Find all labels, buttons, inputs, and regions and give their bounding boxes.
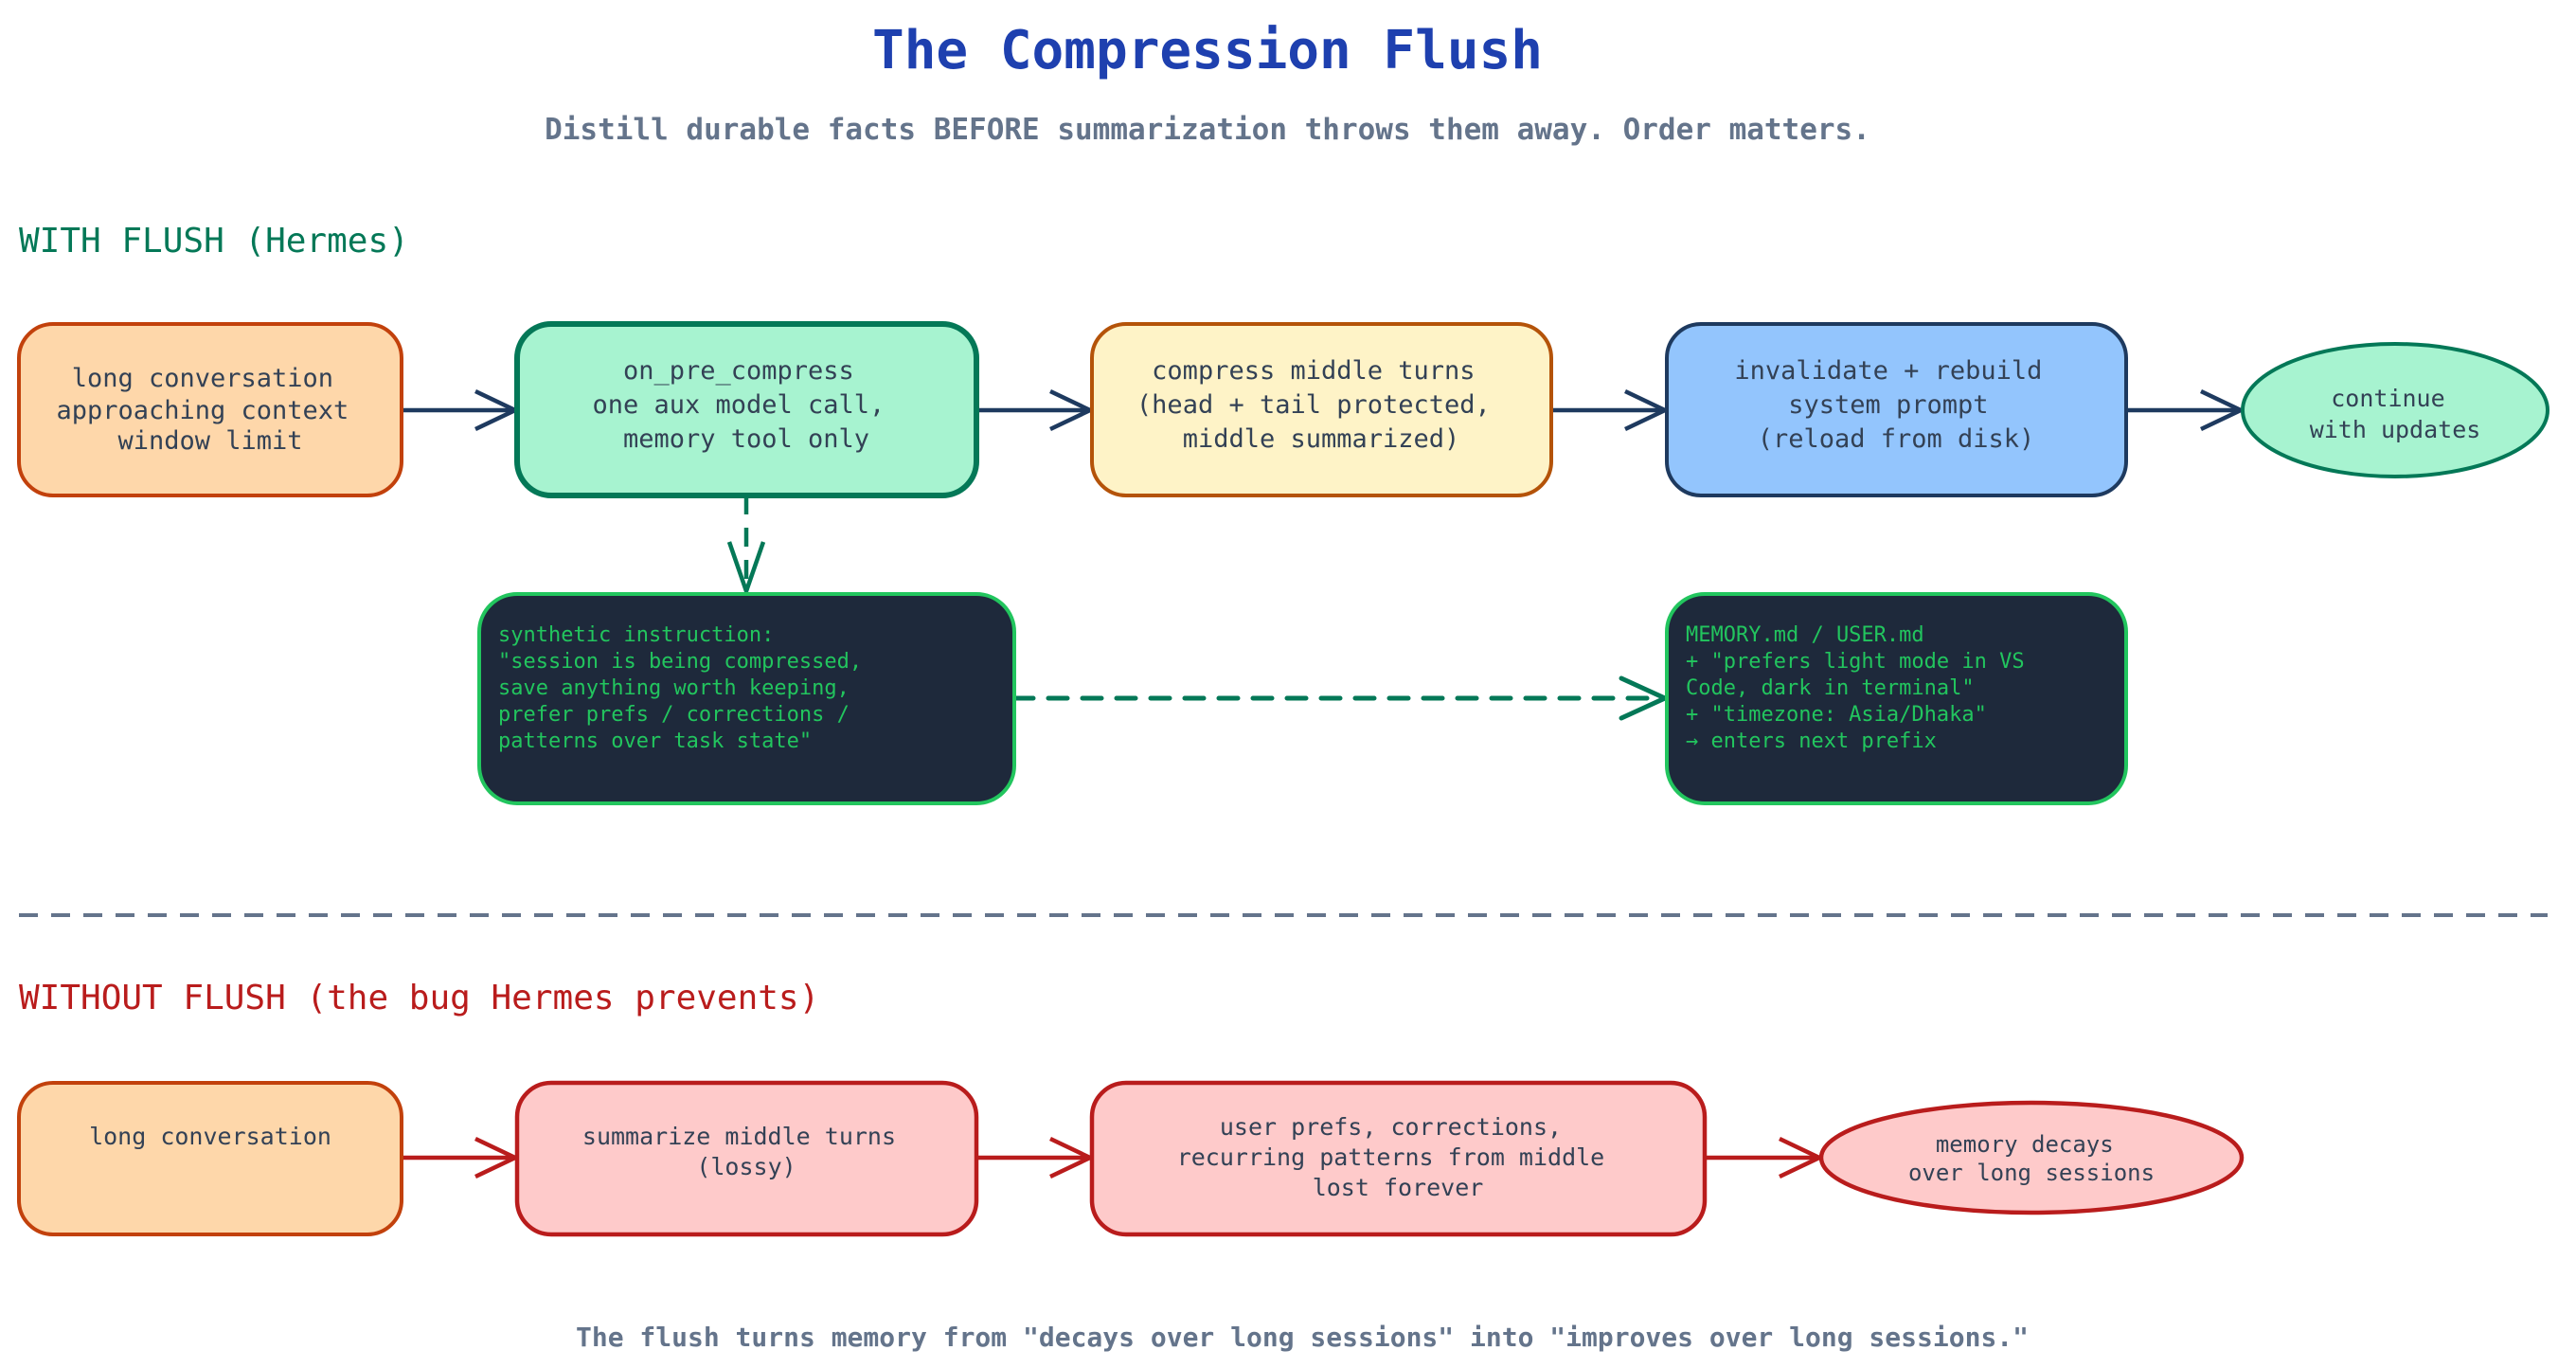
memory-files-box: MEMORY.md / USER.md + "prefers light mod… xyxy=(1665,592,2128,805)
node-text: summarize middle turns (lossy) xyxy=(582,1123,910,1180)
node-text: invalidate + rebuild system prompt (relo… xyxy=(1734,356,2057,454)
page-title: The Compression Flush xyxy=(872,20,1543,81)
arrow-long-conversation-to-summarize xyxy=(402,1136,521,1179)
node-long-conversation: long conversation approaching context wi… xyxy=(17,322,403,497)
dashed-arrow-synthetic-instruction-to-memory-files xyxy=(1011,675,1672,721)
arrow-long-conversation-to-on-pre-compress xyxy=(402,388,521,432)
synthetic-instruction-box: synthetic instruction: "session is being… xyxy=(477,592,1016,805)
arrow-summarize-to-lost-forever xyxy=(976,1136,1096,1179)
code-text: synthetic instruction: "session is being… xyxy=(498,623,874,753)
node-lost-forever: user prefs, corrections, recurring patte… xyxy=(1089,1080,1708,1237)
section-label-without-flush: WITHOUT FLUSH (the bug Hermes prevents) xyxy=(19,979,819,1017)
code-text: MEMORY.md / USER.md + "prefers light mod… xyxy=(1686,623,2037,753)
node-text: long conversation approaching context wi… xyxy=(56,364,364,456)
page-subtitle: Distill durable facts BEFORE summarizati… xyxy=(545,113,1870,147)
node-long-conversation-bad: long conversation xyxy=(17,1081,403,1236)
arrow-compress-middle-to-invalidate-rebuild xyxy=(1551,388,1671,432)
node-continue: continue with updates xyxy=(2241,342,2549,478)
node-text: memory decays over long sessions xyxy=(1908,1131,2155,1186)
node-text: user prefs, corrections, recurring patte… xyxy=(1177,1113,1619,1201)
node-summarize-middle: summarize middle turns (lossy) xyxy=(514,1080,979,1237)
node-text: compress middle turns (head + tail prote… xyxy=(1136,356,1506,454)
node-text: long conversation xyxy=(89,1123,331,1150)
node-invalidate-rebuild: invalidate + rebuild system prompt (relo… xyxy=(1665,322,2128,497)
arrow-lost-forever-to-memory-decays xyxy=(1705,1136,1825,1179)
node-text: continue with updates xyxy=(2310,385,2481,443)
footer-caption: The flush turns memory from "decays over… xyxy=(576,1322,2029,1353)
node-text: on_pre_compress one aux model call, memo… xyxy=(592,356,900,454)
arrow-on-pre-compress-to-compress-middle xyxy=(976,388,1096,432)
arrow-invalidate-rebuild-to-continue xyxy=(2126,388,2246,432)
dashed-arrow-on-pre-compress-to-synthetic-instruction xyxy=(726,495,766,598)
bottom-row-arrows xyxy=(402,1136,1825,1179)
node-on-pre-compress: on_pre_compress one aux model call, memo… xyxy=(514,321,979,498)
node-memory-decays: memory decays over long sessions xyxy=(1818,1100,2245,1215)
section-label-with-flush: WITH FLUSH (Hermes) xyxy=(19,222,409,261)
node-compress-middle-turns: compress middle turns (head + tail prote… xyxy=(1090,322,1553,497)
